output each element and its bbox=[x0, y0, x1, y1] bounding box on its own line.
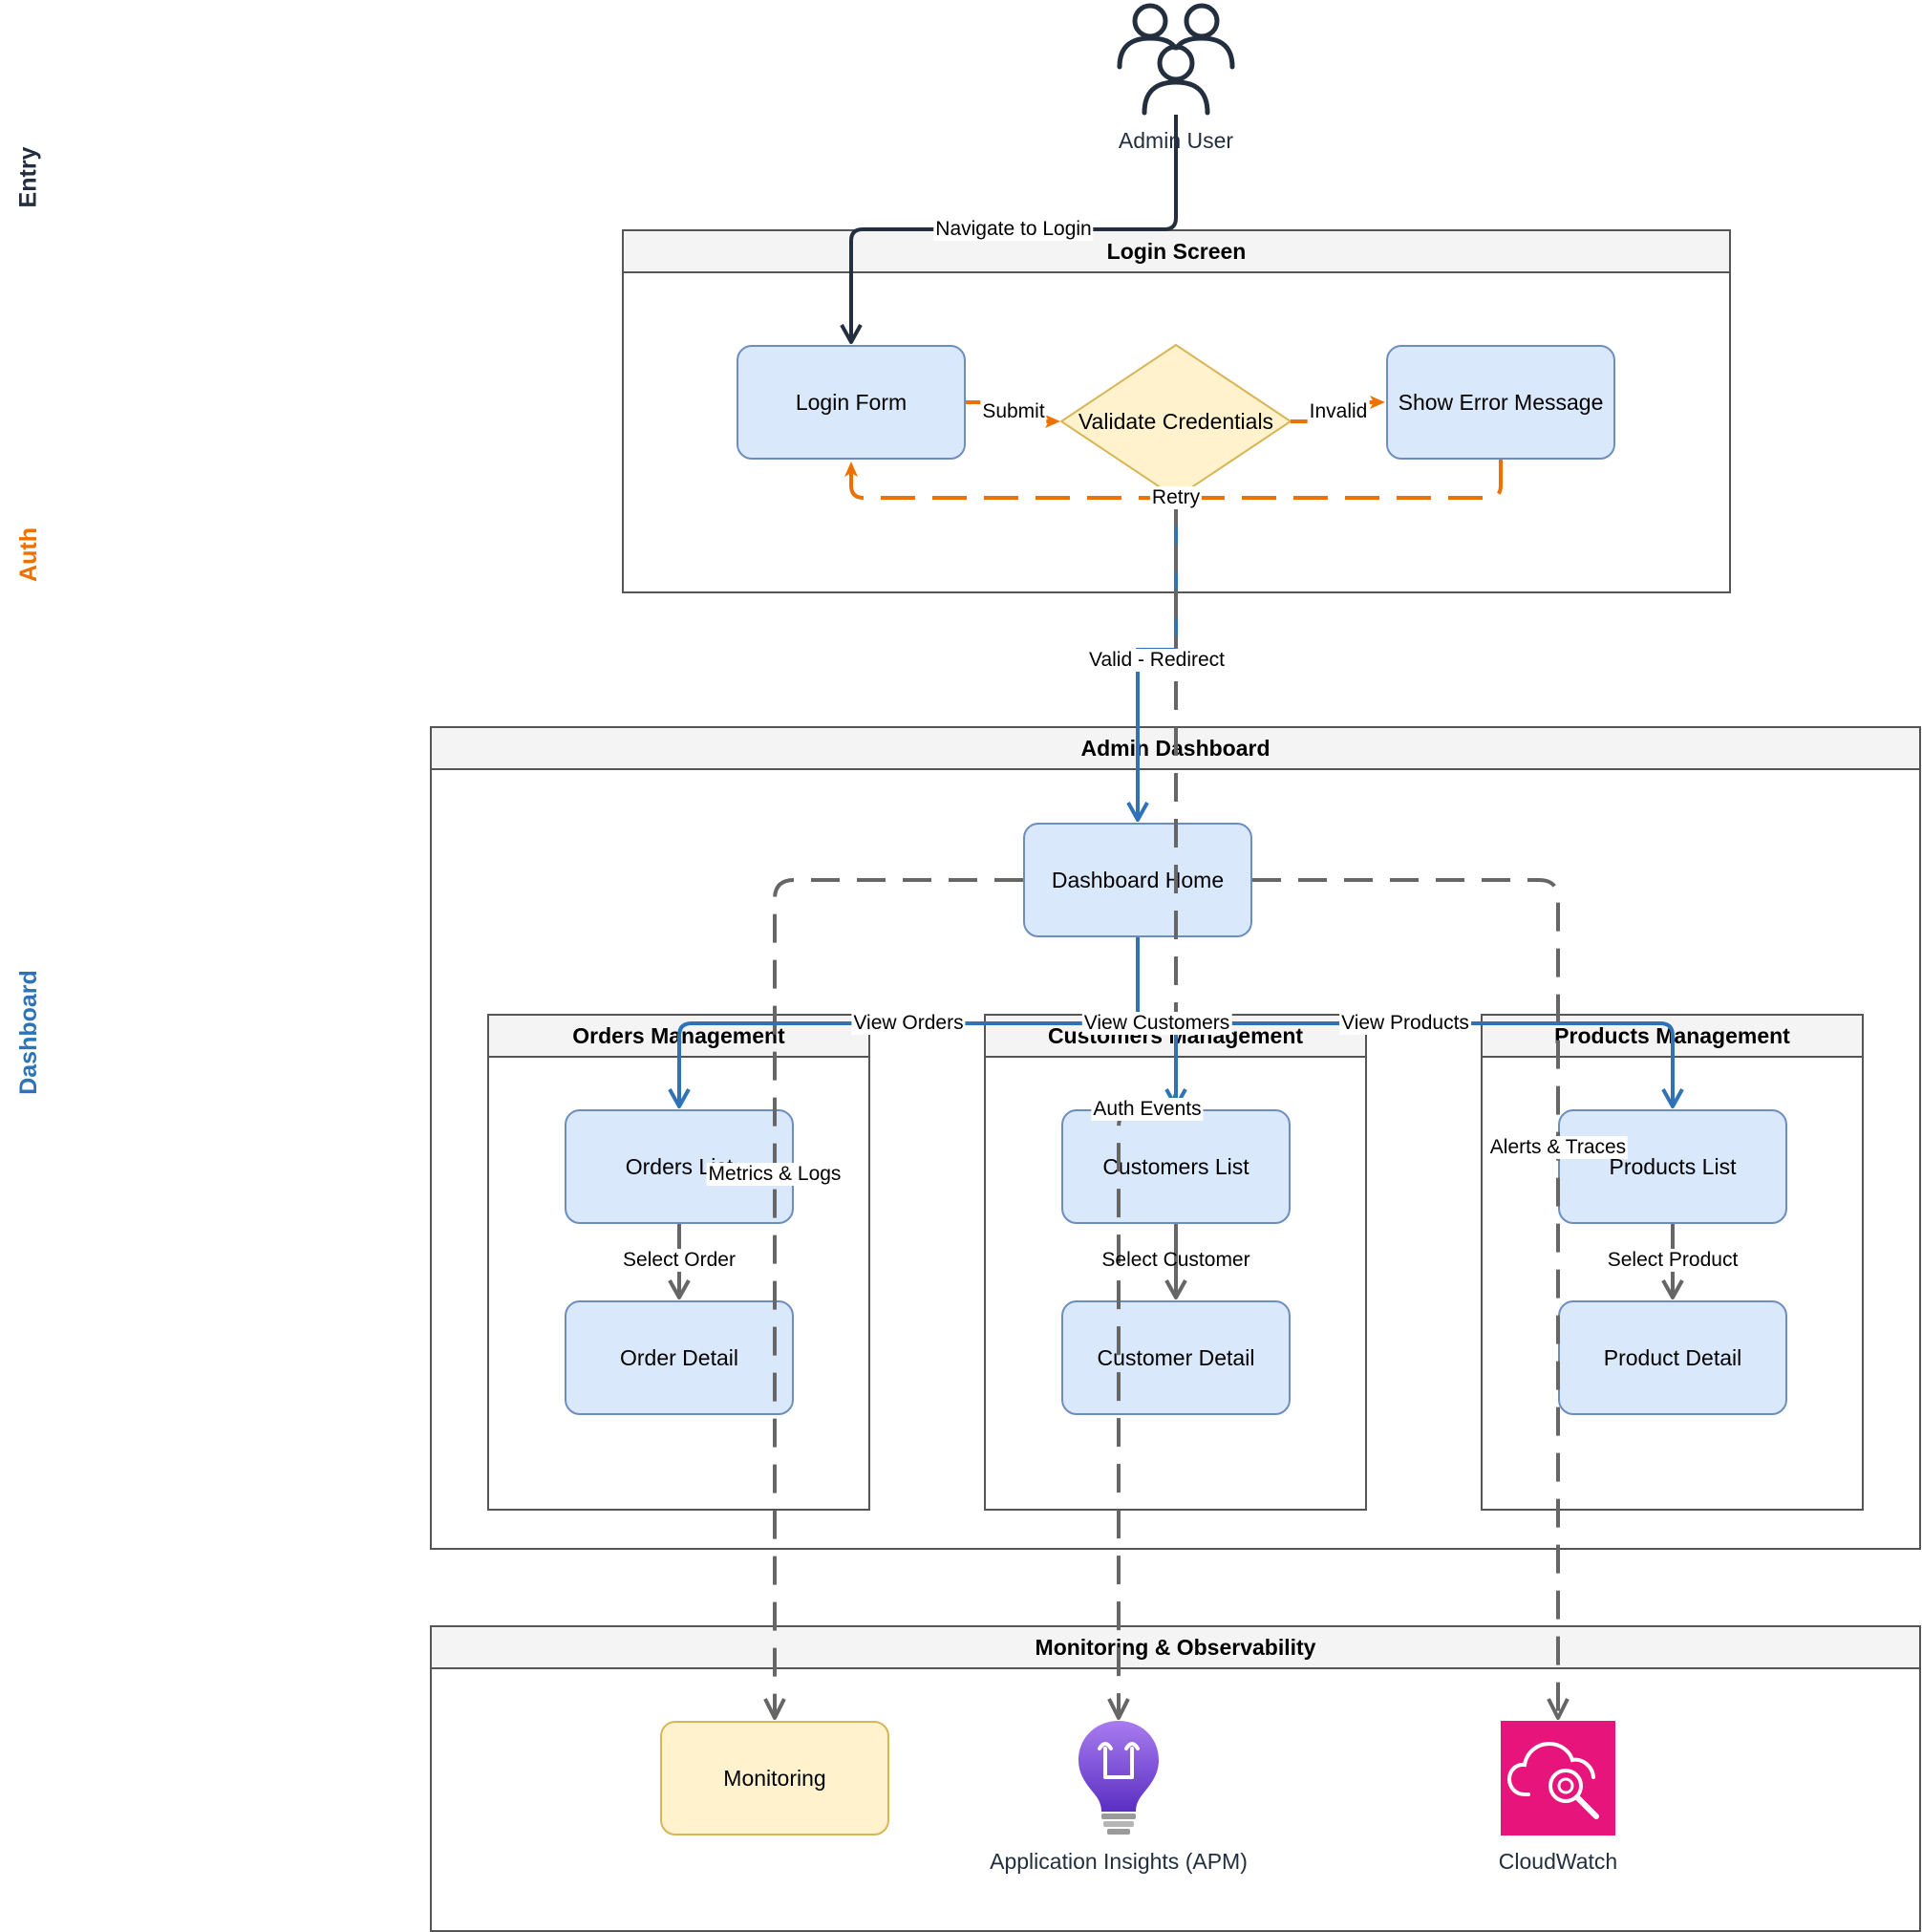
group-admin-dashboard-title: Admin Dashboard bbox=[432, 728, 1919, 770]
lane-auth: Auth bbox=[0, 440, 57, 669]
node-dashboard-home-label: Dashboard Home bbox=[1051, 867, 1225, 892]
edge-label-view-customers: View Customers bbox=[1081, 1012, 1232, 1035]
lane-entry-label: Entry bbox=[14, 146, 42, 207]
edge-label-select-order: Select Order bbox=[621, 1249, 737, 1272]
lane-dashboard: Dashboard bbox=[0, 917, 57, 1147]
edge-label-metrics-logs: Metrics & Logs bbox=[706, 1163, 844, 1186]
edge-label-retry: Retry bbox=[1149, 486, 1203, 509]
edge-label-view-products: View Products bbox=[1339, 1012, 1471, 1035]
lane-auth-label: Auth bbox=[14, 526, 42, 582]
actor-label: Admin User bbox=[1118, 128, 1234, 153]
node-monitoring[interactable]: Monitoring bbox=[660, 1721, 889, 1835]
node-customer-detail-label: Customer Detail bbox=[1097, 1344, 1255, 1370]
node-customers-list-label: Customers List bbox=[1102, 1153, 1249, 1179]
group-monitoring-title: Monitoring & Observability bbox=[432, 1627, 1919, 1669]
lane-dashboard-label: Dashboard bbox=[14, 969, 42, 1095]
edge-label-alerts-traces: Alerts & Traces bbox=[1487, 1136, 1629, 1159]
node-dashboard-home[interactable]: Dashboard Home bbox=[1023, 823, 1252, 937]
edge-label-view-orders: View Orders bbox=[851, 1012, 966, 1035]
edge-label-invalid: Invalid bbox=[1307, 400, 1370, 423]
edge-label-auth-events: Auth Events bbox=[1091, 1098, 1204, 1121]
node-product-detail-label: Product Detail bbox=[1603, 1344, 1742, 1370]
node-monitoring-label: Monitoring bbox=[723, 1765, 826, 1791]
node-show-error-message[interactable]: Show Error Message bbox=[1386, 345, 1615, 460]
node-login-form-label: Login Form bbox=[795, 389, 908, 415]
node-login-form[interactable]: Login Form bbox=[737, 345, 966, 460]
node-products-list-label: Products List bbox=[1609, 1153, 1737, 1179]
group-monitoring: Monitoring & Observability bbox=[430, 1625, 1921, 1932]
node-products-list[interactable]: Products List bbox=[1558, 1109, 1787, 1224]
edge-label-submit: Submit bbox=[980, 400, 1047, 423]
group-login-screen-title: Login Screen bbox=[624, 231, 1729, 273]
app-insights-label: Application Insights (APM) bbox=[990, 1849, 1248, 1874]
lane-entry: Entry bbox=[0, 57, 57, 296]
node-order-detail-label: Order Detail bbox=[620, 1344, 738, 1370]
node-customer-detail[interactable]: Customer Detail bbox=[1061, 1300, 1291, 1415]
node-product-detail[interactable]: Product Detail bbox=[1558, 1300, 1787, 1415]
users-icon bbox=[1117, 3, 1235, 116]
node-customers-list[interactable]: Customers List bbox=[1061, 1109, 1291, 1224]
node-validate-credentials-label: Validate Credentials bbox=[1078, 408, 1274, 434]
node-order-detail[interactable]: Order Detail bbox=[565, 1300, 794, 1415]
cloudwatch-label: CloudWatch bbox=[1498, 1849, 1618, 1874]
edge-label-select-product: Select Product bbox=[1605, 1249, 1740, 1272]
edge-label-select-customer: Select Customer bbox=[1101, 1249, 1250, 1271]
edge-label-navigate: Navigate to Login bbox=[933, 218, 1094, 241]
group-orders-management-title: Orders Management bbox=[489, 1016, 868, 1058]
group-products-management-title: Products Management bbox=[1483, 1016, 1862, 1058]
edge-label-valid: Valid - Redirect bbox=[1087, 649, 1227, 672]
node-show-error-message-label: Show Error Message bbox=[1398, 389, 1604, 415]
